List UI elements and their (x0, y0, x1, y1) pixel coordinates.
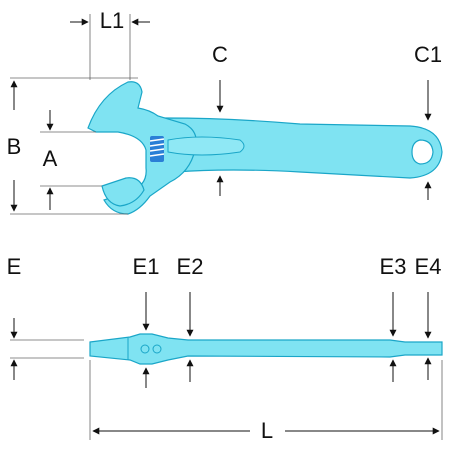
side-pin-2 (152, 344, 162, 354)
dim-A: A (40, 110, 102, 210)
side-profile (89, 333, 443, 365)
dim-C: C (212, 42, 228, 196)
wrench-head (87, 81, 197, 215)
worm-screw (149, 136, 165, 162)
handle-slot (167, 136, 245, 156)
dim-B: B (7, 77, 138, 215)
side-pin-1 (140, 344, 150, 354)
label-C: C (212, 42, 228, 67)
handle-hole (411, 139, 434, 165)
movable-jaw (101, 177, 145, 207)
dim-E2: E2 (177, 254, 204, 382)
dim-E1: E1 (133, 254, 160, 388)
label-C1: C1 (414, 42, 442, 67)
wrench-handle (164, 117, 443, 179)
label-B: B (7, 134, 22, 159)
label-E2: E2 (177, 254, 204, 279)
label-E4: E4 (415, 254, 442, 279)
label-L: L (261, 418, 273, 443)
dim-E3: E3 (380, 254, 407, 382)
label-E: E (7, 254, 22, 279)
dim-C1: C1 (414, 42, 442, 200)
label-E1: E1 (133, 254, 160, 279)
dim-L1: L1 (70, 8, 150, 80)
dim-E: E (7, 254, 84, 380)
dim-E4: E4 (415, 254, 442, 380)
label-A: A (43, 146, 58, 171)
dim-L: L (89, 360, 443, 443)
wrench-top-view (87, 81, 443, 215)
label-L1: L1 (100, 8, 124, 33)
wrench-side-view (89, 333, 443, 365)
label-E3: E3 (380, 254, 407, 279)
